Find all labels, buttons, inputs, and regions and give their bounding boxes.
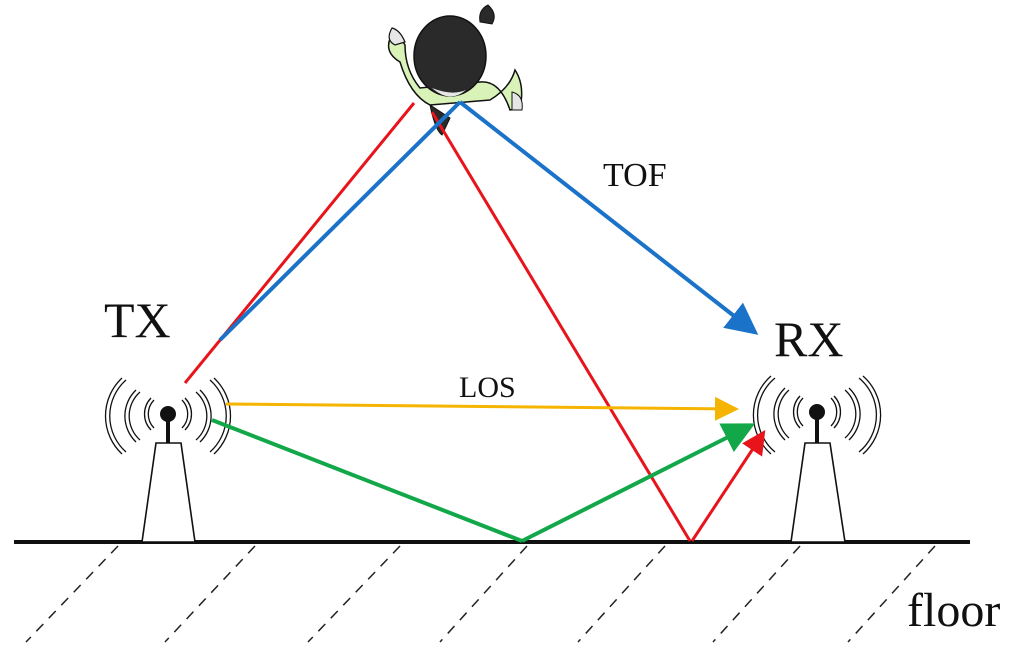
floor-reflection-path: [211, 418, 756, 543]
rx-label: RX: [774, 311, 843, 367]
los-path: [225, 396, 739, 421]
tof-label: TOF: [603, 157, 667, 194]
rx-antenna-icon: [752, 375, 882, 543]
floor-label: floor: [907, 584, 1000, 637]
person-icon: [387, 4, 523, 136]
tx-label: TX: [104, 292, 171, 348]
floor-hatching: [25, 545, 936, 643]
tx-antenna-icon: [104, 377, 232, 543]
person-reflection-path: [183, 102, 766, 542]
tof-path: [218, 100, 759, 342]
los-label: LOS: [459, 371, 516, 404]
